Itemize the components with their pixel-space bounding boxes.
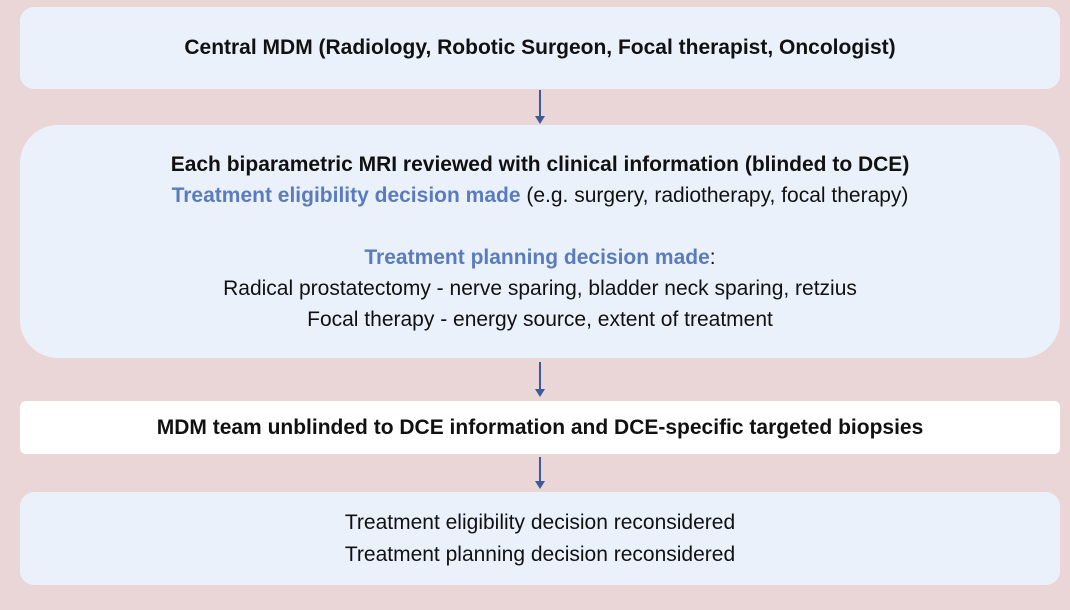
step-mri-review-heading: Each biparametric MRI reviewed with clin… (170, 152, 910, 176)
step-unblinded: MDM team unblinded to DCE information an… (20, 401, 1060, 454)
step-mri-review: Each biparametric MRI reviewed with clin… (20, 125, 1060, 358)
arrow-down-2-head (535, 389, 545, 397)
reconsidered-planning: Treatment planning decision reconsidered (344, 542, 736, 566)
arrow-down-1 (535, 90, 545, 124)
arrow-down-1-head (535, 116, 545, 124)
step-unblinded-text: MDM team unblinded to DCE information an… (156, 415, 924, 439)
planning-suffix: : (709, 245, 716, 269)
eligibility-label: Treatment eligibility decision made (171, 183, 521, 207)
step-central-mdm: Central MDM (Radiology, Robotic Surgeon,… (20, 7, 1060, 89)
reconsidered-eligibility: Treatment eligibility decision reconside… (344, 510, 736, 534)
planning-line: Treatment planning decision made: (364, 242, 715, 273)
planning-item-prostatectomy: Radical prostatectomy - nerve sparing, b… (223, 276, 857, 300)
arrow-down-3 (535, 457, 545, 489)
planning-item-focal-therapy: Focal therapy - energy source, extent of… (307, 307, 773, 331)
step-central-mdm-text: Central MDM (Radiology, Robotic Surgeon,… (184, 36, 896, 59)
eligibility-line: Treatment eligibility decision made (e.g… (172, 180, 909, 211)
eligibility-detail: (e.g. surgery, radiotherapy, focal thera… (520, 183, 909, 207)
step-reconsidered: Treatment eligibility decision reconside… (20, 492, 1060, 585)
arrow-down-3-head (535, 481, 545, 489)
arrow-down-2 (535, 362, 545, 397)
planning-label: Treatment planning decision made (364, 245, 710, 269)
